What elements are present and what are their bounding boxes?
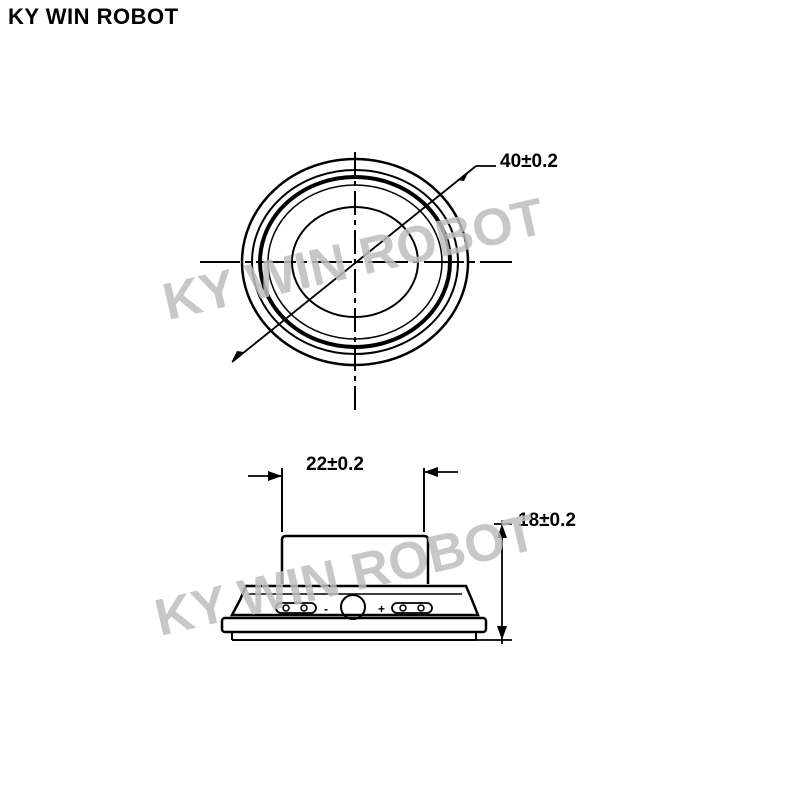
terminal-right-hole: [417, 604, 425, 612]
terminal-right: [391, 602, 433, 614]
arrow-head: [268, 471, 282, 481]
diameter-arrows: [232, 171, 469, 361]
arrow-head: [497, 524, 507, 538]
terminal-plus-label: +: [378, 602, 385, 616]
watermark-top: KY WIN ROBOT: [158, 188, 550, 332]
terminal-left-hole: [300, 604, 308, 612]
watermark-bottom: KY WIN ROBOT: [150, 504, 542, 648]
arrow-head: [497, 626, 507, 640]
height-label: 18±0.2: [518, 510, 576, 531]
arrow-head: [424, 467, 438, 477]
top-view: [200, 152, 512, 412]
vent-hole: [340, 594, 366, 620]
side-view: [220, 468, 512, 644]
diameter-line: [231, 165, 477, 363]
magnet-body: [280, 534, 430, 584]
brand-title: KY WIN ROBOT: [8, 4, 179, 29]
side-view-arrows: [268, 467, 507, 640]
terminal-right-hole: [399, 604, 407, 612]
terminal-left-hole: [282, 604, 290, 612]
terminal-minus-label: -: [324, 602, 328, 616]
diameter-label: 40±0.2: [500, 151, 558, 172]
width-label: 22±0.2: [306, 454, 364, 475]
terminal-left: [275, 602, 317, 614]
arrow-head: [457, 171, 469, 181]
arrow-head: [232, 351, 244, 361]
frame-top: [229, 584, 480, 617]
